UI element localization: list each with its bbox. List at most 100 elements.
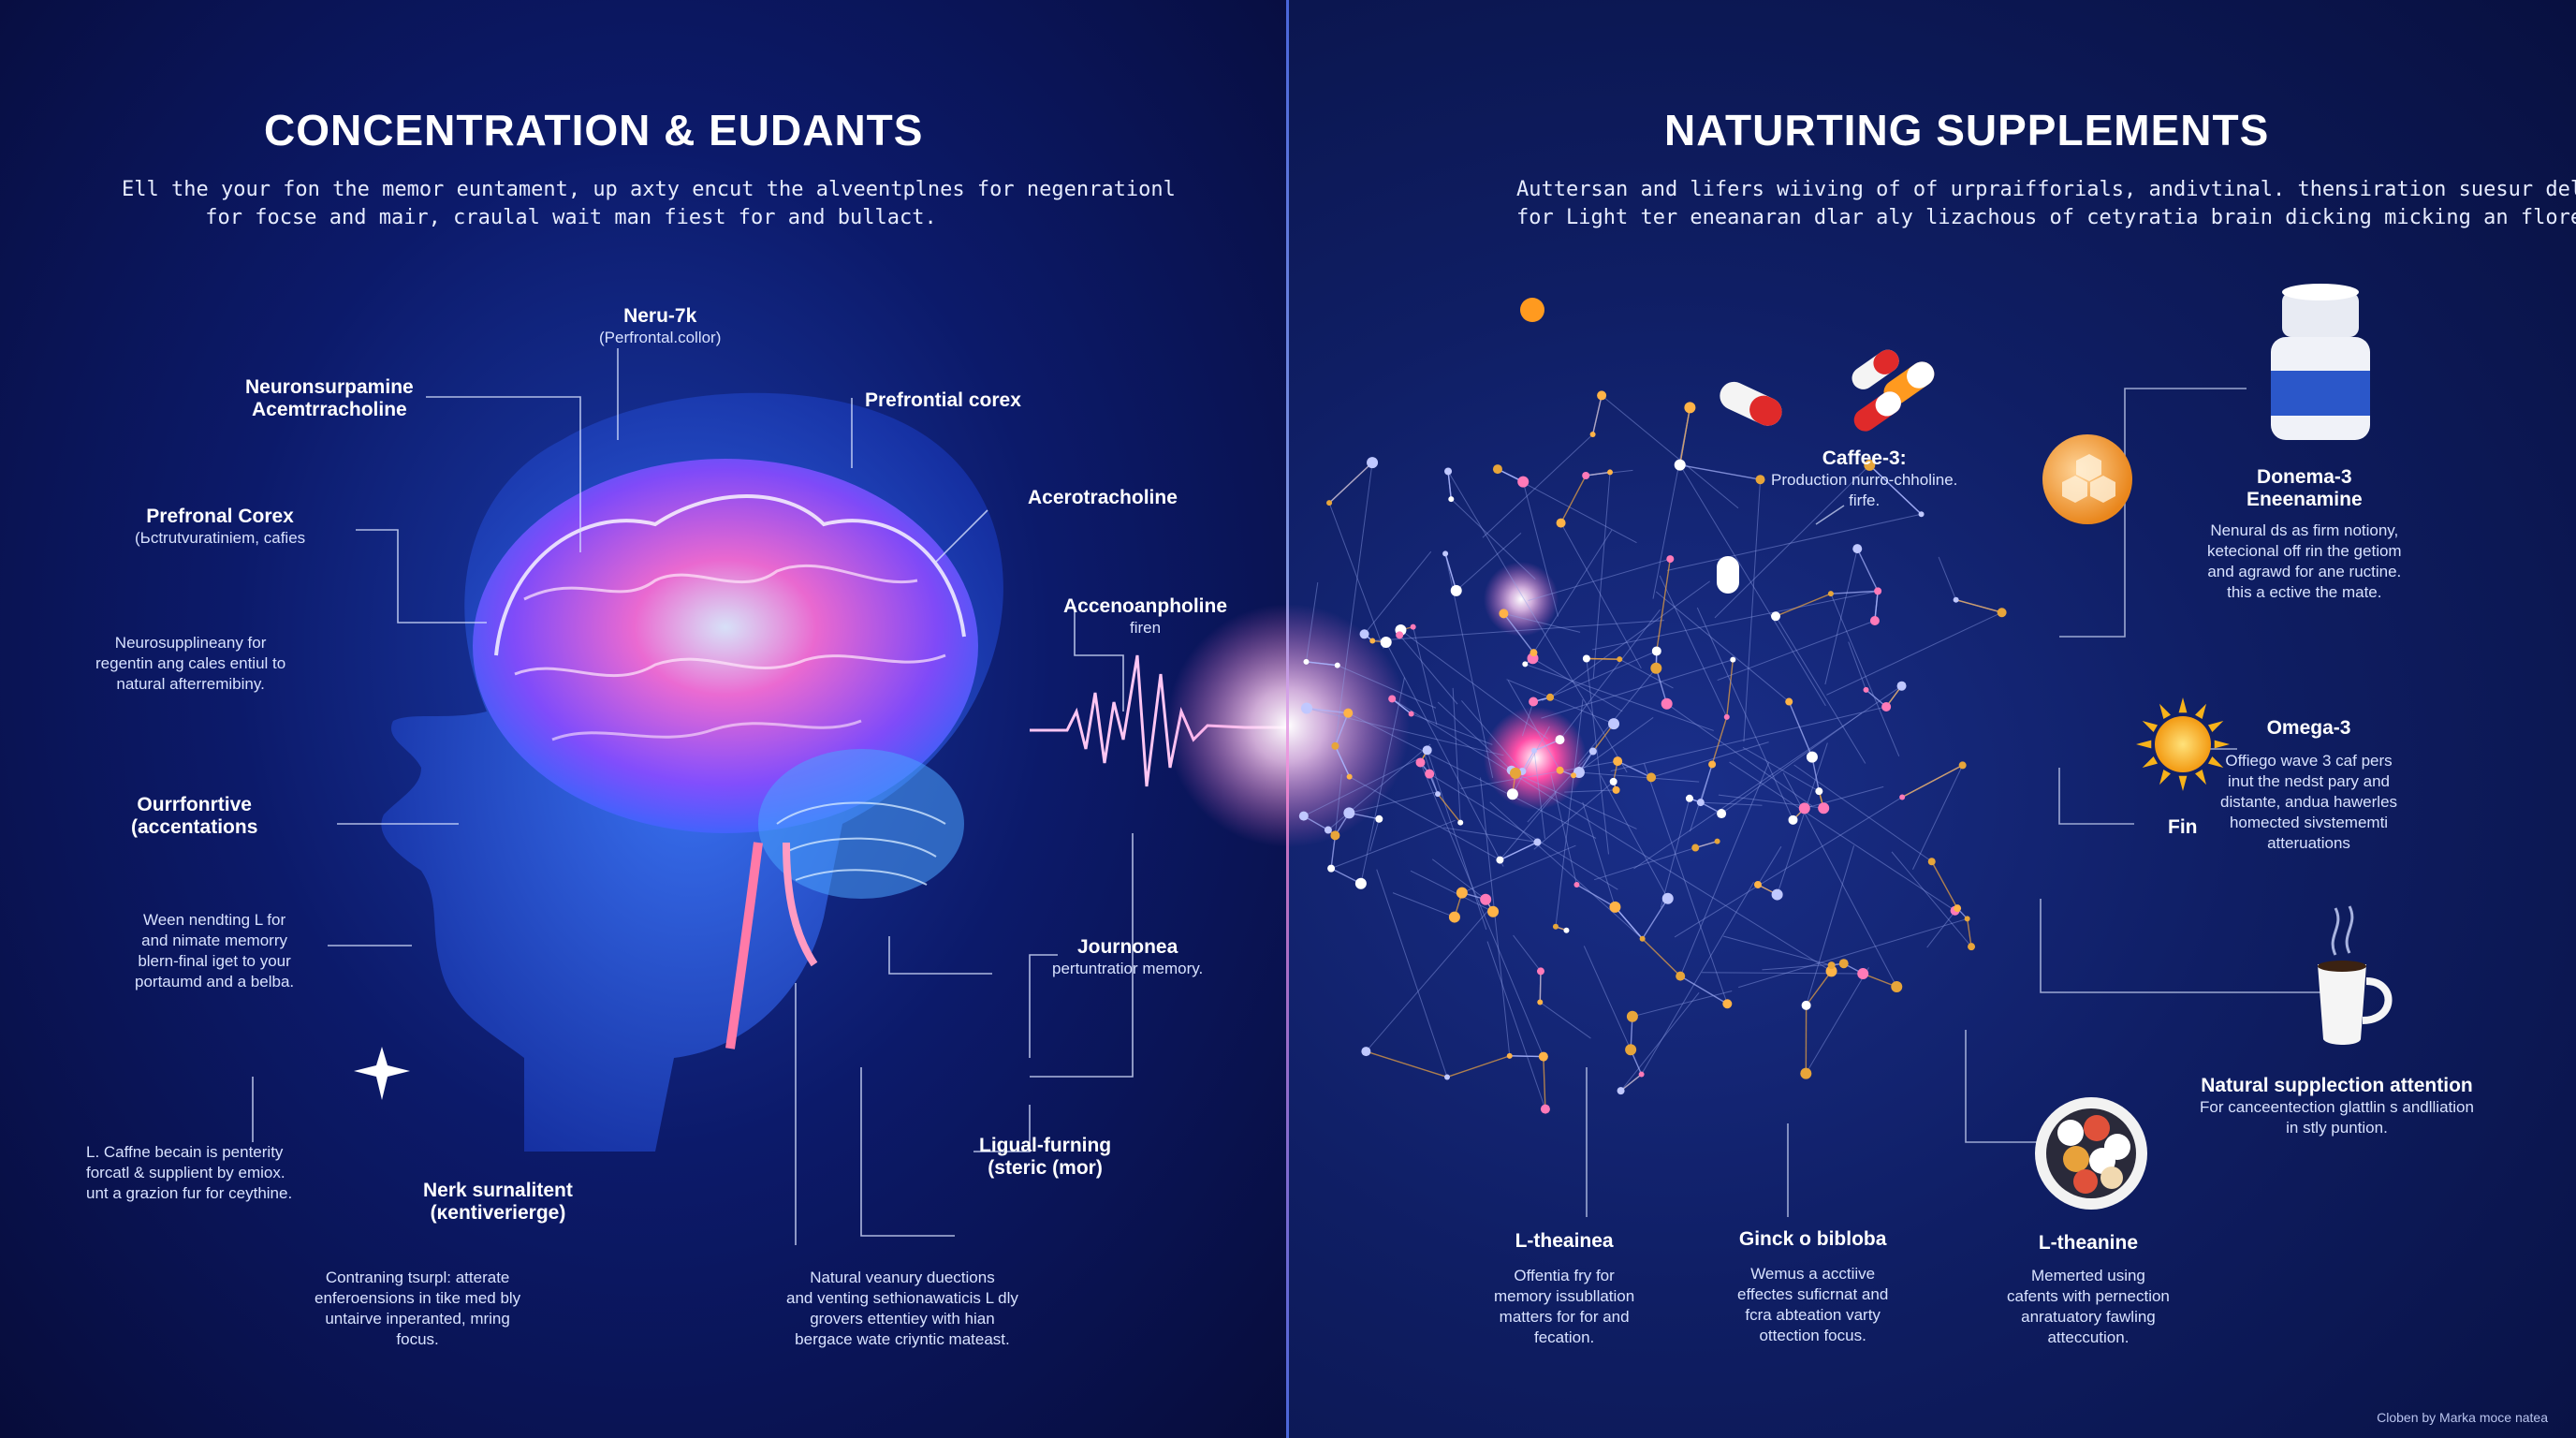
network-node bbox=[1589, 431, 1596, 437]
sun-ray bbox=[2159, 703, 2171, 720]
network-link bbox=[1804, 785, 1884, 809]
network-link bbox=[1450, 498, 1536, 580]
network-link bbox=[1702, 972, 1864, 975]
network-link bbox=[1757, 845, 1782, 886]
network-link bbox=[1428, 773, 1618, 890]
network-link bbox=[1489, 801, 1643, 940]
network-link bbox=[1525, 663, 1714, 731]
network-link bbox=[1591, 590, 1879, 651]
network-link bbox=[1512, 726, 1550, 795]
network-node bbox=[1612, 785, 1620, 794]
network-link bbox=[1334, 773, 1342, 836]
network-node bbox=[1533, 838, 1542, 846]
leader-lines bbox=[252, 348, 1134, 1245]
network-link bbox=[1583, 946, 1632, 1050]
network-link bbox=[1577, 668, 1657, 765]
network-link bbox=[1533, 529, 1613, 653]
network-node bbox=[1825, 965, 1837, 977]
network-link bbox=[1742, 747, 1820, 792]
network-link bbox=[1775, 615, 1866, 764]
network-node bbox=[1857, 968, 1869, 980]
network-node bbox=[1617, 656, 1623, 663]
network-link bbox=[1348, 712, 1597, 839]
network-link bbox=[1334, 604, 1354, 746]
network-link bbox=[1793, 764, 1933, 862]
network-link bbox=[1738, 917, 1968, 989]
network-node bbox=[1546, 693, 1555, 701]
network-node bbox=[1953, 596, 1959, 603]
network-node bbox=[1617, 1087, 1625, 1095]
network-link bbox=[1444, 553, 1457, 592]
label-neurosupplineany: Neurosupplineany for regentin ang cales … bbox=[95, 634, 286, 693]
network-node bbox=[1582, 654, 1590, 663]
network-link bbox=[1591, 395, 1603, 435]
network-node bbox=[1785, 697, 1793, 706]
network-node bbox=[1896, 681, 1907, 691]
label-journonea: Journonea pertuntratior memory. bbox=[1052, 936, 1204, 977]
network-link bbox=[1521, 750, 1535, 772]
label-fin: Fin bbox=[2168, 816, 2198, 838]
network-link bbox=[1643, 763, 1728, 1005]
network-node bbox=[1530, 649, 1538, 657]
network-link bbox=[1431, 858, 1486, 901]
network-node bbox=[1456, 887, 1468, 899]
network-node bbox=[1838, 959, 1849, 969]
network-link bbox=[1862, 973, 1897, 988]
network-link bbox=[1513, 934, 1542, 972]
network-link bbox=[1911, 765, 1964, 870]
network-node bbox=[1863, 686, 1869, 693]
network-node bbox=[1801, 1000, 1811, 1010]
network-link bbox=[1349, 791, 1436, 814]
sun-ray bbox=[2207, 756, 2224, 768]
network-link bbox=[1549, 580, 1710, 698]
network-node bbox=[1730, 656, 1736, 663]
network-link bbox=[1376, 869, 1448, 1078]
network-link bbox=[1306, 708, 1504, 756]
network-link bbox=[1811, 756, 1821, 792]
network-node bbox=[1958, 761, 1967, 770]
label-ourrfonrtive: Ourrfonrtive (accentations bbox=[131, 794, 258, 838]
network-link bbox=[1522, 481, 1559, 617]
network-link bbox=[1366, 1050, 1448, 1078]
network-node bbox=[1529, 697, 1539, 707]
network-link bbox=[1966, 918, 1972, 947]
network-link bbox=[1527, 751, 1594, 823]
network-node bbox=[1443, 1074, 1450, 1080]
network-link bbox=[1679, 407, 1691, 465]
network-link bbox=[1777, 742, 1828, 895]
network-link bbox=[1550, 774, 1577, 886]
network-node bbox=[1552, 923, 1559, 930]
network-node bbox=[1531, 747, 1538, 754]
network-node bbox=[1684, 402, 1696, 414]
network-node bbox=[1755, 475, 1765, 485]
network-node bbox=[1388, 695, 1397, 703]
network-node bbox=[1582, 472, 1590, 480]
network-link bbox=[1372, 620, 1664, 642]
network-node bbox=[1450, 584, 1462, 596]
network-link bbox=[1306, 661, 1338, 667]
network-link bbox=[1555, 699, 1584, 927]
network-node bbox=[1696, 799, 1705, 807]
network-link bbox=[1660, 798, 1690, 908]
network-node bbox=[1651, 646, 1661, 656]
network-link bbox=[1696, 607, 1793, 821]
network-link bbox=[1955, 599, 2002, 613]
center-divider bbox=[1286, 0, 1289, 1438]
network-link bbox=[1586, 658, 1610, 855]
network-node bbox=[1492, 464, 1502, 475]
network-node bbox=[1650, 662, 1662, 674]
network-link bbox=[1543, 1056, 1546, 1109]
network-node bbox=[1556, 766, 1564, 774]
network-link bbox=[1826, 611, 2002, 696]
network-node bbox=[1771, 888, 1783, 901]
network-node bbox=[1608, 718, 1620, 730]
network-link bbox=[1486, 941, 1546, 1109]
network-node bbox=[1771, 611, 1781, 622]
network-link bbox=[1592, 472, 1611, 679]
right-title: NATURTING SUPPLEMENTS bbox=[1664, 106, 2270, 154]
network-node bbox=[1422, 745, 1432, 756]
network-link bbox=[1533, 781, 1615, 850]
network-node bbox=[1540, 1104, 1550, 1114]
network-node bbox=[1647, 772, 1657, 783]
network-node bbox=[1918, 511, 1925, 518]
